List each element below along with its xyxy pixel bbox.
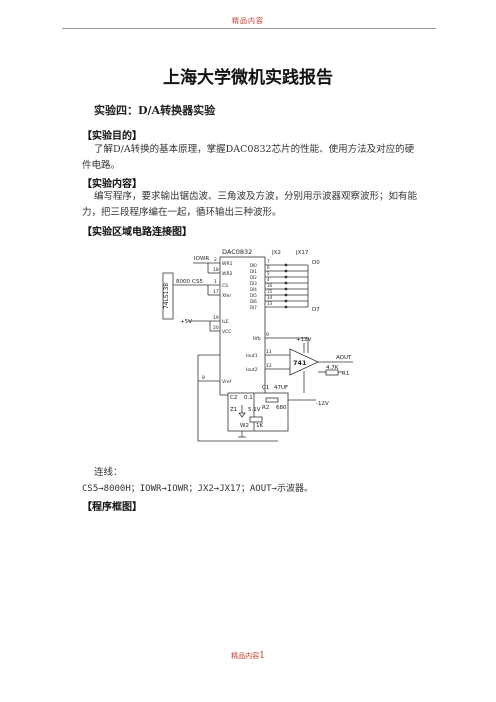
pin-cs-label: CS (222, 283, 228, 289)
plus5-label: +5V (180, 319, 192, 325)
iowr-label: IOWR (194, 256, 209, 262)
circuit-diagram: 74LS138 DAC0832 IOWR 8000 CS5 +5V 2 18 1… (162, 248, 353, 442)
pin-di4-label: DI4 (250, 287, 257, 292)
footer-note-text: 精品内容 (231, 652, 260, 660)
plus12-label: +12V (296, 337, 312, 343)
opamp-label: 741 (293, 359, 307, 367)
decoder-chip (162, 272, 174, 320)
pin-dn-13-label: 13 (267, 301, 273, 306)
page-title: 上海大学微机实践报告 (163, 68, 333, 88)
pin-2-label: 2 (214, 257, 217, 263)
pin-dn-14-label: 14 (267, 295, 273, 300)
content-text: 编写程序，要求输出锯齿波、三角波及方波，分别用示波器观察波形；如有能力，把三段程… (82, 191, 418, 218)
pin-di1-label: DI1 (250, 269, 257, 274)
z1-label: Z1 (230, 407, 237, 413)
c01-label: 0.1 (244, 395, 253, 401)
content-heading: 【实验内容】 (82, 179, 142, 190)
z51-label: 5.1V (248, 407, 261, 413)
pin-vref-label: Vref (222, 379, 232, 385)
pin-dn-16-label: 16 (267, 283, 273, 288)
pin-wr1-label: WR1 (222, 261, 233, 267)
purpose-heading: 【实验目的】 (82, 131, 142, 142)
c1-label: C1 (262, 385, 269, 391)
w1k-label: 1K (256, 423, 263, 429)
pin-18-label: 18 (213, 267, 219, 273)
header-note: 精品内容 (232, 17, 264, 25)
pin-di3-label: DI3 (250, 281, 257, 286)
experiment-title: 实验四：D/A转换器实验 (94, 104, 216, 117)
c47-label: 47UF (274, 385, 288, 391)
addr-label: 8000 (176, 279, 190, 285)
footer-note: 精品内容1 (0, 651, 496, 661)
jx17-label: JX17 (295, 250, 309, 256)
flowchart-heading: 【程序框图】 (82, 502, 142, 513)
connection-text: CS5→8000H；IOWR→IOWR；JX2→JX17；AOUT→示波器。 (82, 484, 313, 494)
r2-label: R2 (262, 405, 269, 411)
pin-di0-label: DI0 (250, 263, 257, 268)
pin-rfb-label: Rfb (253, 336, 261, 342)
pin-wr2-label: WR2 (222, 271, 233, 277)
r1-label: R1 (342, 371, 349, 377)
pin-12-label: 12 (266, 363, 272, 369)
pin-dn-15-label: 15 (267, 289, 273, 294)
r47k-label: 4.7K (326, 365, 339, 371)
w2-label: W2 (240, 423, 249, 429)
connection-label: 连线： (94, 467, 123, 478)
pin-19-label: 19 (213, 315, 219, 321)
pin-vcc-label: VCC (222, 329, 231, 335)
dac-chip (219, 256, 266, 396)
cs5-label: CS5 (192, 279, 203, 285)
page-number: 1 (259, 651, 265, 661)
pin-di5-label: DI5 (250, 293, 257, 298)
pin-8-label: 8 (202, 375, 205, 381)
pin-20-label: 20 (213, 325, 219, 331)
pin-dn-7-label: 7 (267, 259, 270, 264)
pin-di2-label: DI2 (250, 275, 257, 280)
diagram-heading: 【实验区域电路连接图】 (82, 227, 192, 238)
d0-label: D0 (312, 260, 320, 266)
pin-iout2-label: Iout2 (246, 367, 258, 373)
dac-label: DAC0832 (222, 248, 252, 256)
decoder-label: 74LS138 (163, 283, 170, 309)
jx2-label: JX2 (271, 250, 281, 256)
c2-label: C2 (230, 395, 237, 401)
pin-1-label: 1 (214, 279, 217, 285)
d7-label: D7 (312, 307, 320, 313)
purpose-text: 了解D/A转换的基本原理，掌握DAC0832芯片的性能、使用方法及对应的硬件电路… (82, 144, 415, 171)
pin-xfer-label: Xfer (222, 293, 231, 299)
pin-dn-4-label: 4 (267, 277, 270, 282)
pin-di7-label: DI7 (250, 305, 257, 310)
minus12-label: -12V (316, 401, 329, 407)
pin-di6-label: DI6 (250, 299, 257, 304)
pin-17-label: 17 (213, 289, 219, 295)
opamp-symbol (289, 348, 319, 376)
pin-dn-6-label: 6 (267, 265, 270, 270)
aout-label: AOUT (336, 355, 352, 361)
pin-11-label: 11 (266, 349, 272, 355)
pin-iout1-label: Iout1 (246, 353, 258, 359)
pin-dn-5-label: 5 (267, 271, 270, 276)
pin-9-label: 9 (266, 332, 269, 338)
header-rule (62, 28, 436, 29)
r680-label: 680 (276, 405, 287, 411)
pin-ile-label: ILE (222, 319, 229, 325)
